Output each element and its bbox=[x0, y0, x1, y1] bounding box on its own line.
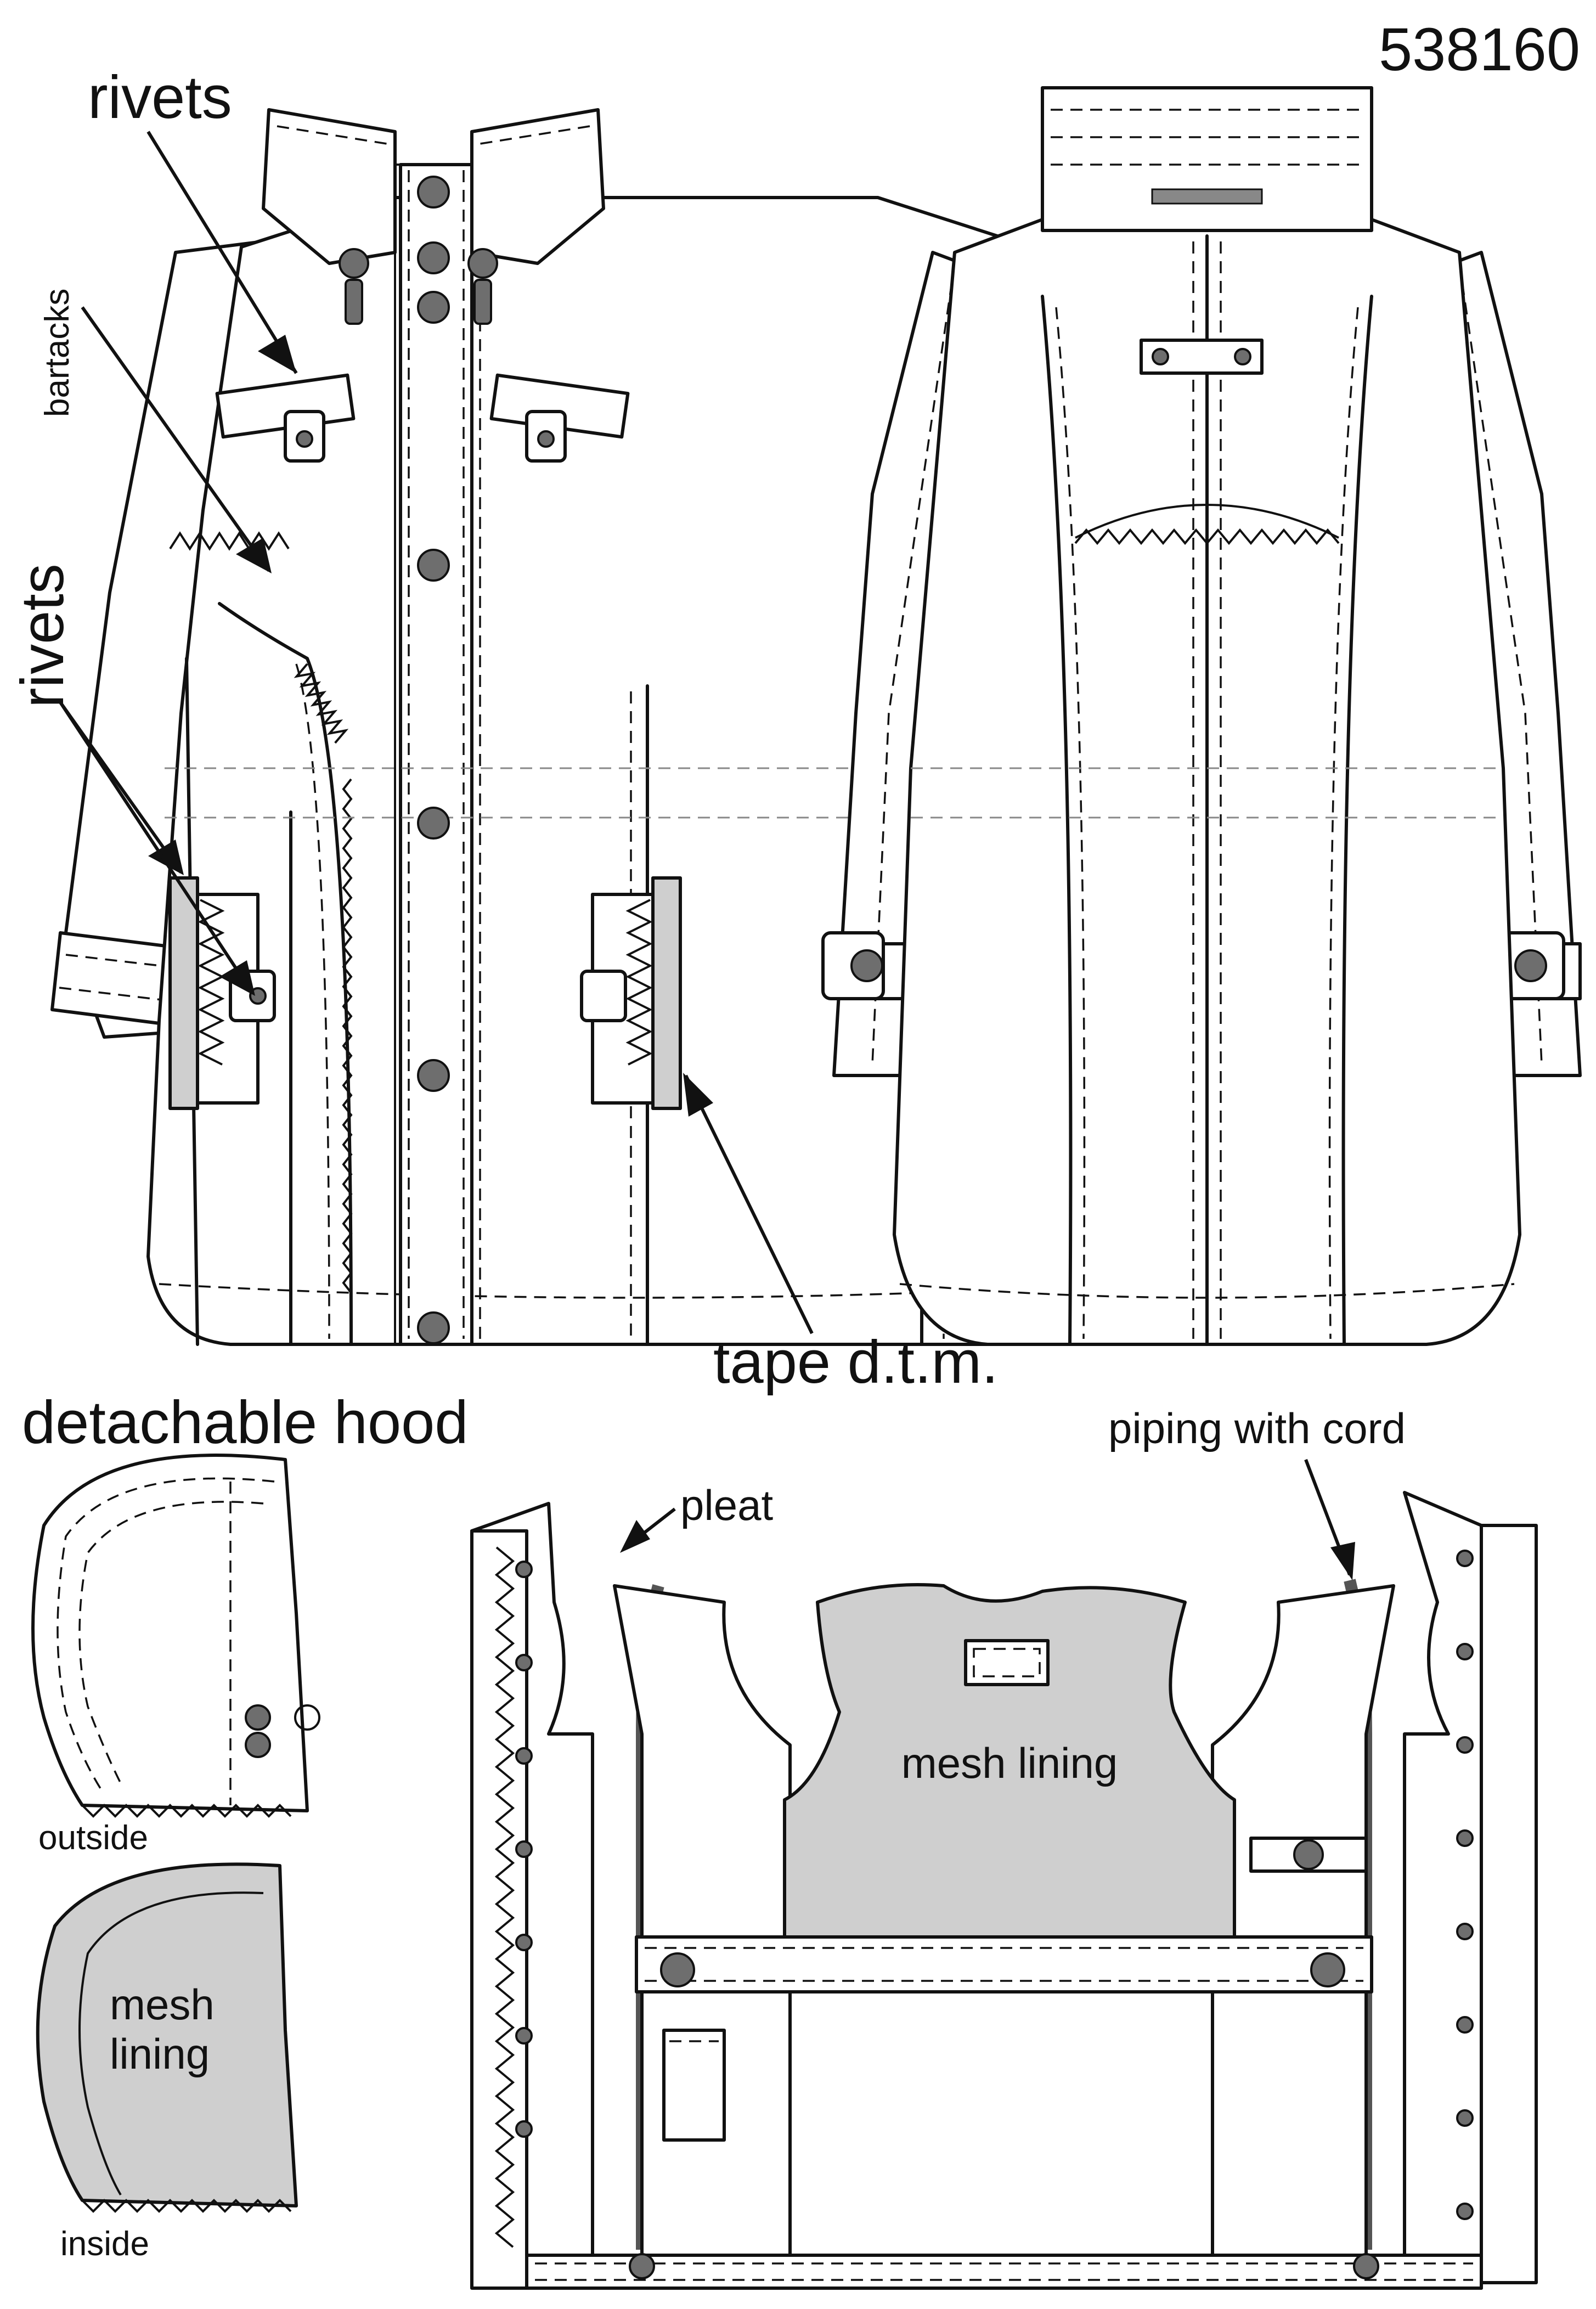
hood-inside: mesh lining inside bbox=[36, 1862, 298, 2263]
lining-hem-cordlock-right bbox=[1353, 2253, 1379, 2279]
front-hip-pocket-zip-right bbox=[651, 876, 682, 1110]
lining-left-zigzag bbox=[494, 1546, 515, 2248]
lining-lower-back bbox=[789, 1991, 1214, 2262]
back-zigzag-tape bbox=[1074, 528, 1340, 545]
label-rivets-top: rivets bbox=[88, 64, 232, 131]
collar-cord-stopper-left bbox=[345, 279, 363, 325]
lining-right-facing bbox=[1480, 1524, 1538, 2284]
label-detachable-hood: detachable hood bbox=[22, 1389, 469, 1456]
lining-left-rivets bbox=[515, 1561, 533, 2138]
collar-cord-eyelet-left bbox=[339, 248, 369, 279]
hood-outside-zigzag bbox=[81, 1804, 292, 1818]
label-bartacks: bartacks bbox=[38, 289, 76, 417]
lining-hanger-label bbox=[964, 1639, 1050, 1686]
rivets-top-arrow-head bbox=[258, 335, 296, 373]
lining-inner-waistband bbox=[635, 1935, 1373, 1993]
lining-waist-toggle-left bbox=[660, 1952, 695, 1987]
back-yoke-seam bbox=[1075, 504, 1339, 539]
hood-eyelet bbox=[245, 1704, 271, 1731]
lining-hem-cordlock-left bbox=[629, 2253, 655, 2279]
label-rivets-side: rivets bbox=[9, 564, 76, 708]
jacket-back-view bbox=[821, 86, 1582, 1346]
label-piping: piping with cord bbox=[1108, 1404, 1406, 1452]
hood-outside-shape bbox=[31, 1454, 309, 1812]
back-collar-label bbox=[1151, 188, 1263, 205]
lining-inner-pocket bbox=[662, 2029, 726, 2142]
label-inside: inside bbox=[60, 2225, 149, 2263]
front-zigzag-tape-left-vertical bbox=[342, 778, 353, 1294]
label-hood-mesh: mesh bbox=[110, 1980, 215, 2029]
lining-left-panel bbox=[613, 1584, 792, 2262]
front-placket-rivets bbox=[417, 176, 450, 1344]
front-zigzag-tape-left-curve bbox=[294, 663, 349, 744]
lining-waist-toggle-right bbox=[1310, 1952, 1345, 1987]
collar-cord-stopper-right bbox=[473, 279, 492, 325]
lining-back-mesh bbox=[783, 1583, 1236, 1939]
front-hip-pocket-tab-right bbox=[580, 970, 627, 1022]
label-pleat: pleat bbox=[680, 1481, 773, 1529]
front-collar-right bbox=[470, 108, 605, 265]
back-collar bbox=[1041, 86, 1373, 232]
open-jacket-lining-view: mesh lining bbox=[470, 1491, 1538, 2290]
label-mesh-lining-body: mesh lining bbox=[901, 1739, 1118, 1787]
lining-right-panel bbox=[1211, 1584, 1395, 2262]
front-placket bbox=[399, 163, 473, 1346]
lining-right-rivets bbox=[1456, 1550, 1474, 2220]
label-hood-lining: lining bbox=[110, 2030, 210, 2078]
lining-left-front bbox=[470, 1502, 594, 2290]
lining-hem-band bbox=[525, 2254, 1483, 2290]
label-tape: tape d.t.m. bbox=[713, 1328, 999, 1396]
hood-inside-mesh bbox=[36, 1862, 298, 2207]
rivets-top-arrow-line bbox=[146, 131, 298, 374]
front-hip-pocket-zip-left bbox=[168, 876, 199, 1110]
label-outside: outside bbox=[38, 1819, 148, 1857]
collar-cord-eyelet-right bbox=[467, 248, 498, 279]
style-number: 538160 bbox=[1379, 16, 1580, 83]
lining-right-front bbox=[1403, 1491, 1483, 2290]
hood-outside: detachable hood outside bbox=[22, 1389, 469, 1857]
front-zigzag-tape-left-top bbox=[169, 531, 290, 551]
lining-left-facing bbox=[470, 1529, 528, 2290]
